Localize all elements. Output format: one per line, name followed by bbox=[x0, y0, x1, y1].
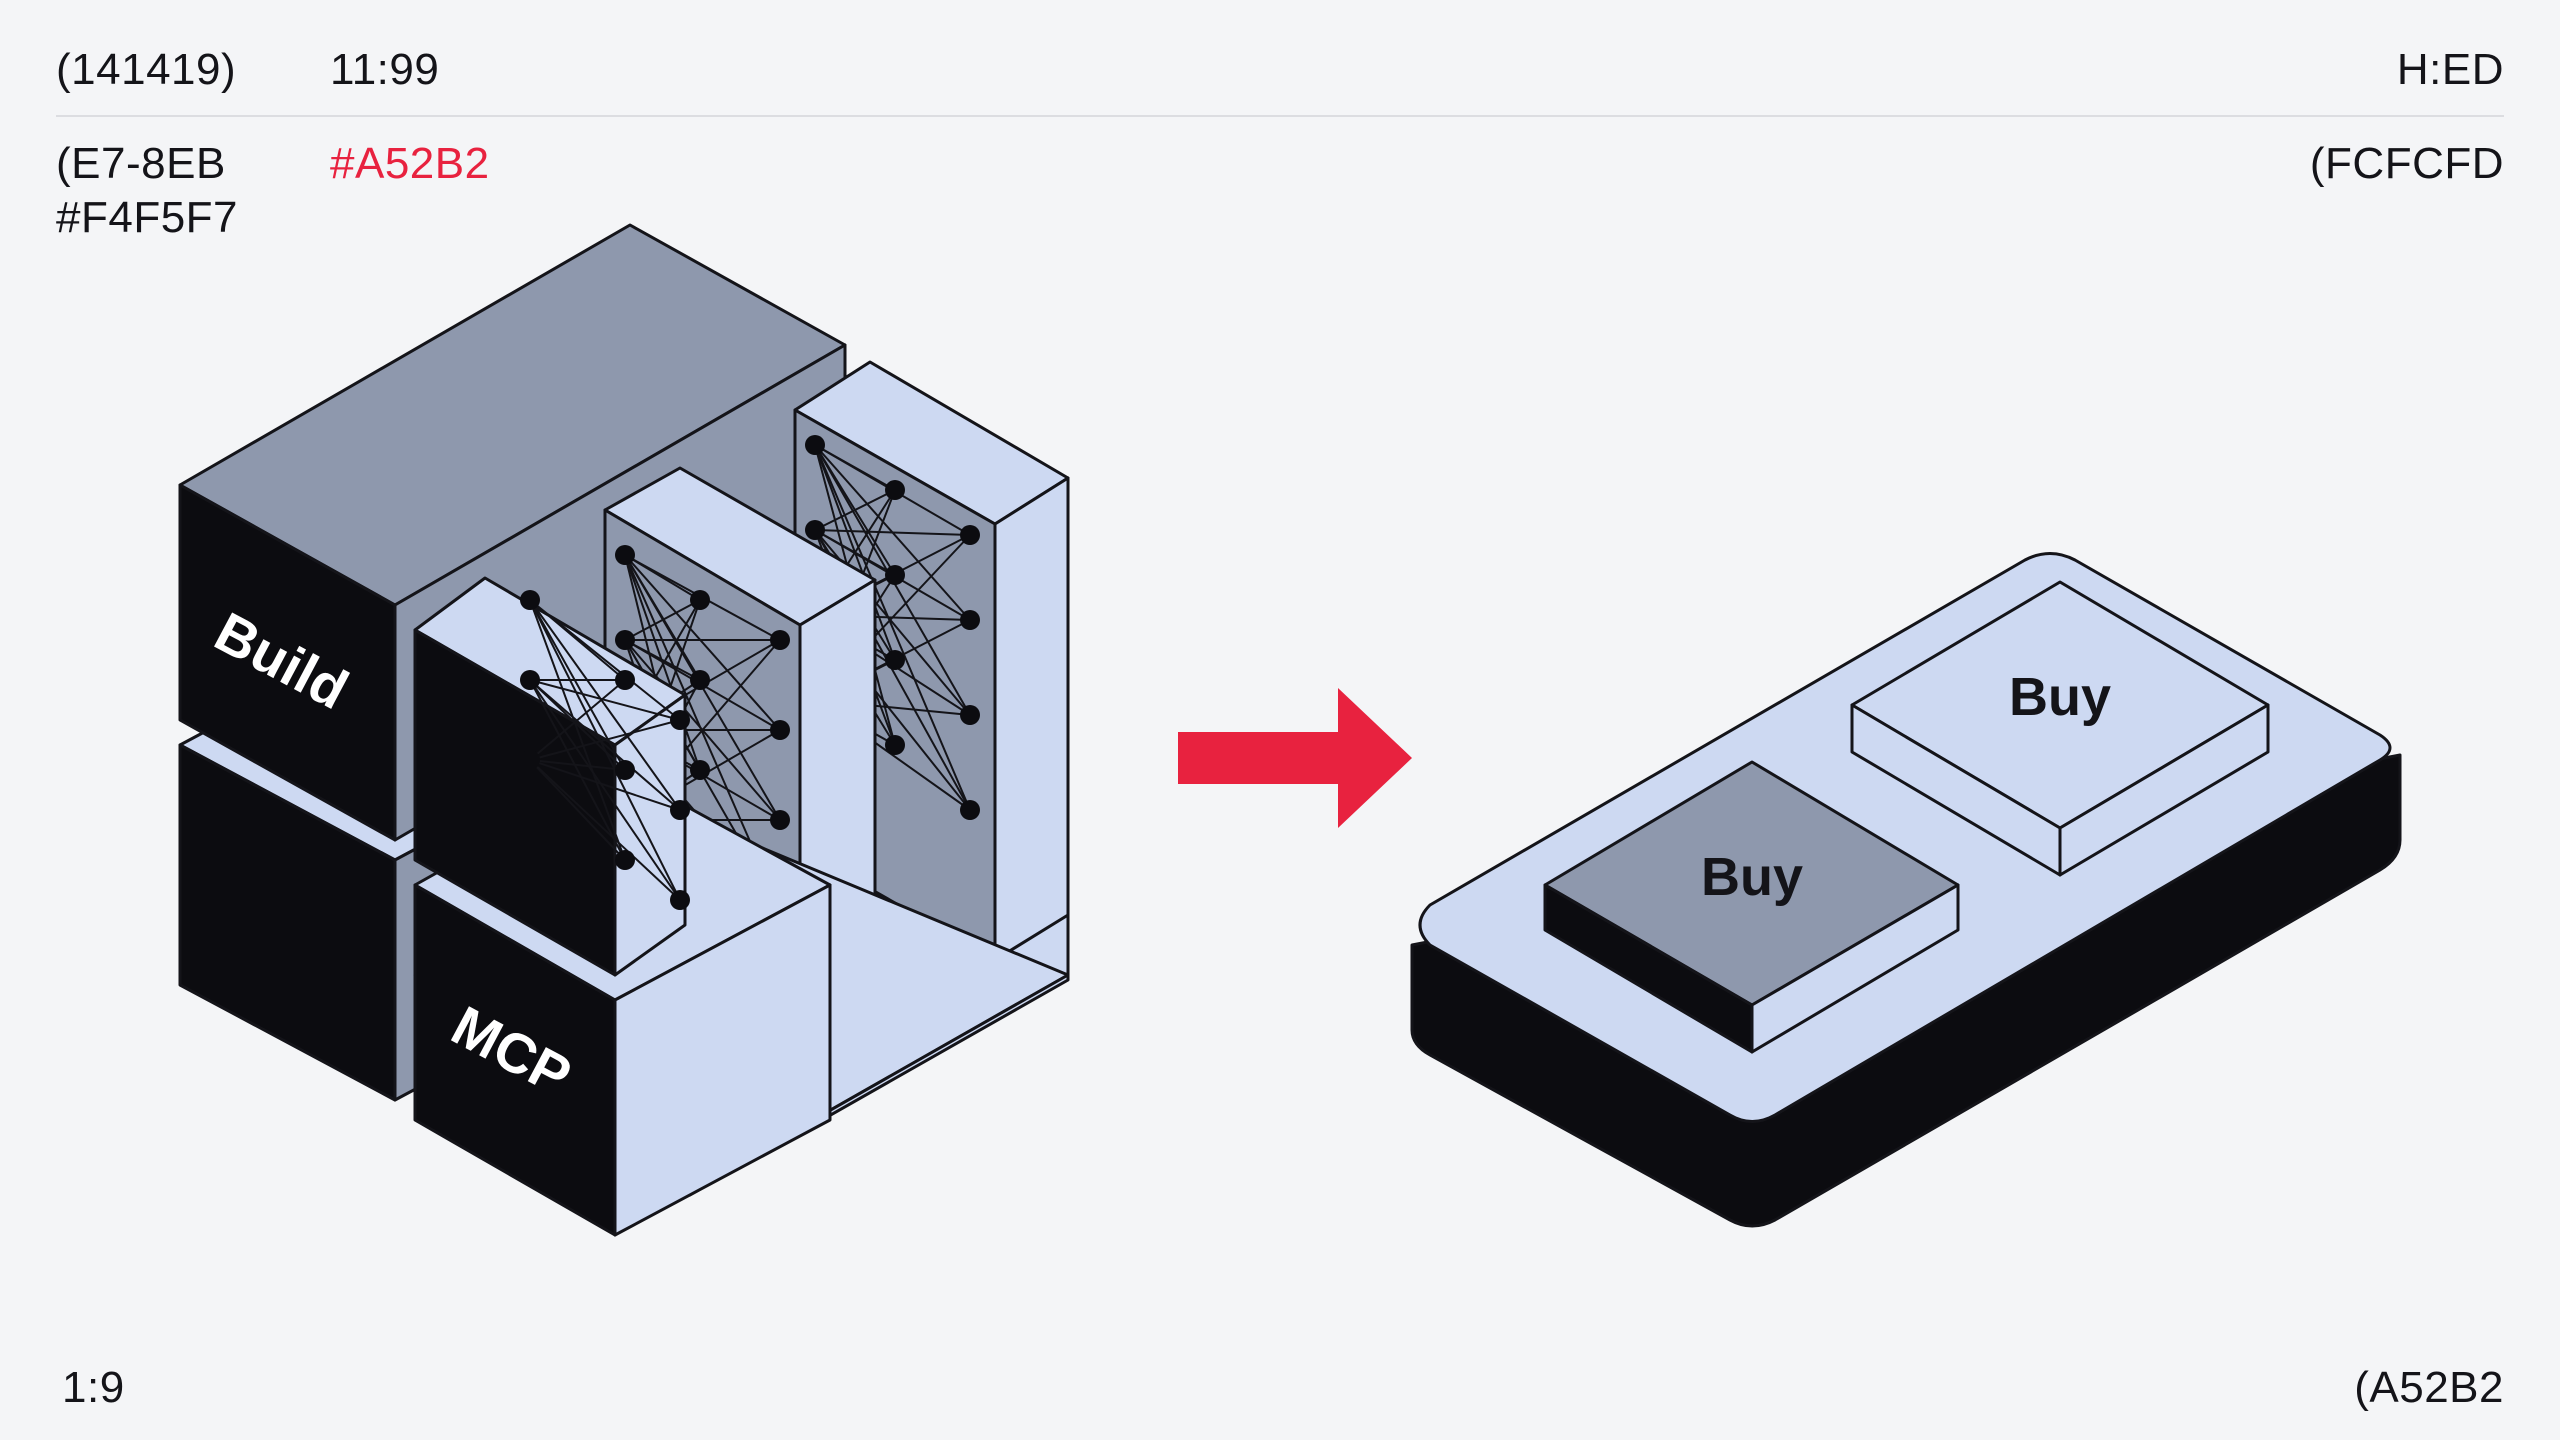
network-node bbox=[960, 705, 980, 725]
subheader-right-code: (FCFCFD bbox=[2309, 139, 2504, 188]
header-right-code: H:ED bbox=[2396, 45, 2504, 94]
network-node bbox=[770, 720, 790, 740]
network-edge bbox=[529, 679, 681, 811]
network-edge bbox=[529, 759, 626, 771]
network-node bbox=[960, 610, 980, 630]
network-edge bbox=[529, 679, 681, 901]
network-node bbox=[670, 800, 690, 820]
network-node bbox=[520, 590, 540, 610]
network-node bbox=[770, 810, 790, 830]
network-edge bbox=[529, 679, 681, 721]
network-node bbox=[670, 890, 690, 910]
network-node bbox=[615, 670, 635, 690]
network-edge bbox=[529, 679, 626, 861]
neural-network-front bbox=[520, 590, 690, 910]
subheader-code-b: #F4F5F7 bbox=[56, 193, 239, 242]
network-edge bbox=[814, 529, 971, 536]
network-edge bbox=[529, 599, 626, 771]
network-edge bbox=[529, 679, 626, 761]
buy-block-back bbox=[1850, 580, 2270, 877]
network-edge bbox=[624, 554, 781, 731]
network-edge bbox=[529, 599, 626, 861]
network-edge bbox=[529, 719, 681, 761]
network-edge bbox=[529, 599, 681, 721]
network-edge bbox=[529, 759, 626, 861]
network-node bbox=[885, 735, 905, 755]
footer-left: 1:9 bbox=[62, 1363, 125, 1412]
arrow-right-icon bbox=[1178, 688, 1412, 828]
network-edge bbox=[529, 759, 681, 811]
footer-right: (A52B2 bbox=[2354, 1363, 2504, 1412]
network-node bbox=[885, 565, 905, 585]
network-node bbox=[670, 710, 690, 730]
header-left-code: (141419) bbox=[56, 45, 237, 94]
network-node bbox=[690, 760, 710, 780]
network-edge bbox=[529, 599, 681, 811]
header-time: 11:99 bbox=[330, 45, 440, 94]
header-divider bbox=[56, 115, 2504, 117]
network-edge bbox=[624, 599, 701, 641]
network-edge bbox=[814, 489, 896, 531]
network-node bbox=[805, 520, 825, 540]
network-node bbox=[615, 850, 635, 870]
network-node bbox=[960, 525, 980, 545]
network-node bbox=[520, 750, 540, 770]
network-node bbox=[770, 630, 790, 650]
network-node bbox=[885, 650, 905, 670]
network-node bbox=[690, 590, 710, 610]
network-node bbox=[615, 760, 635, 780]
network-node bbox=[805, 435, 825, 455]
network-node bbox=[690, 670, 710, 690]
network-node bbox=[615, 545, 635, 565]
network-edge bbox=[529, 759, 681, 901]
network-edge bbox=[814, 444, 971, 811]
buy-block-front bbox=[1543, 760, 1960, 1054]
network-node bbox=[885, 480, 905, 500]
buy-platform bbox=[1410, 552, 2402, 1228]
subheader-code-a: (E7-8EB bbox=[56, 139, 226, 188]
neural-slab-front bbox=[413, 576, 690, 977]
buy-label-front: Buy bbox=[1701, 847, 1803, 907]
build-stack bbox=[178, 223, 1070, 1237]
buy-label-back: Buy bbox=[2009, 667, 2111, 727]
network-node bbox=[615, 630, 635, 650]
network-node bbox=[520, 670, 540, 690]
subheader-accent-code: #A52B2 bbox=[330, 139, 490, 188]
network-node bbox=[960, 800, 980, 820]
